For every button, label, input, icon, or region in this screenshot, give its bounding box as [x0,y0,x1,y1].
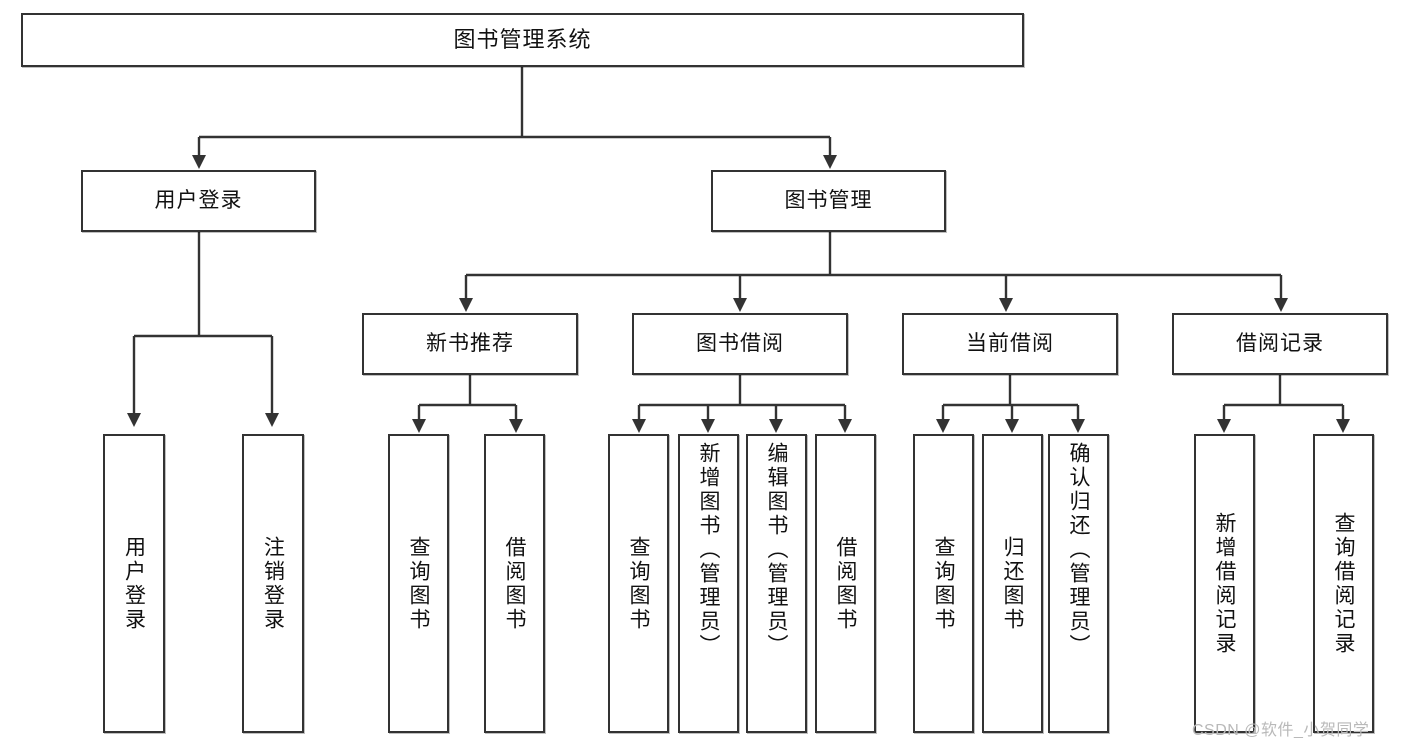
leaf-add-record-label: 新增借阅记录 [1213,511,1236,656]
node-new-book-rec[interactable]: 新书推荐 [362,313,578,375]
node-book-manage-label: 图书管理 [784,188,873,212]
leaf-confirm-return[interactable]: 确认归还（管理员） [1048,434,1109,733]
leaf-query-book-1[interactable]: 查询图书 [388,434,449,733]
leaf-borrow-book-1[interactable]: 借阅图书 [484,434,545,733]
leaf-logout[interactable]: 注销登录 [242,434,304,733]
leaf-logout-label: 注销登录 [261,535,285,632]
node-book-borrow[interactable]: 图书借阅 [632,313,848,375]
node-new-book-rec-label: 新书推荐 [426,331,514,355]
leaf-user-login-label: 用户登录 [122,535,146,632]
node-root[interactable]: 图书管理系统 [21,13,1024,67]
node-user-login[interactable]: 用户登录 [81,170,316,232]
leaf-query-book-2[interactable]: 查询图书 [608,434,669,733]
leaf-query-book-3[interactable]: 查询图书 [913,434,974,733]
csdn-watermark: CSDN @软件_小贺同学 [1192,722,1370,739]
leaf-borrow-book-2[interactable]: 借阅图书 [815,434,876,733]
leaf-user-login[interactable]: 用户登录 [103,434,165,733]
node-borrow-record-label: 借阅记录 [1236,331,1324,355]
leaf-confirm-return-label: 确认归还（管理员） [1067,442,1090,658]
leaf-query-book-2-label: 查询图书 [627,535,650,632]
leaf-edit-book[interactable]: 编辑图书（管理员） [746,434,807,733]
node-user-login-label: 用户登录 [154,188,243,212]
leaf-query-record[interactable]: 查询借阅记录 [1313,434,1374,733]
node-root-label: 图书管理系统 [453,27,592,53]
leaf-query-book-3-label: 查询图书 [932,535,955,632]
node-current-borrow[interactable]: 当前借阅 [902,313,1118,375]
leaf-query-book-1-label: 查询图书 [407,535,430,632]
leaf-add-book-label: 新增图书（管理员） [697,442,720,658]
node-current-borrow-label: 当前借阅 [966,331,1054,355]
leaf-query-record-label: 查询借阅记录 [1332,511,1355,656]
node-book-manage[interactable]: 图书管理 [711,170,946,232]
node-borrow-record[interactable]: 借阅记录 [1172,313,1388,375]
leaf-edit-book-label: 编辑图书（管理员） [765,442,788,658]
node-book-borrow-label: 图书借阅 [696,331,784,355]
leaf-add-book[interactable]: 新增图书（管理员） [678,434,739,733]
leaf-borrow-book-2-label: 借阅图书 [834,535,857,632]
leaf-return-book[interactable]: 归还图书 [982,434,1043,733]
leaf-add-record[interactable]: 新增借阅记录 [1194,434,1255,733]
leaf-return-book-label: 归还图书 [1001,535,1024,632]
leaf-borrow-book-1-label: 借阅图书 [503,535,526,632]
